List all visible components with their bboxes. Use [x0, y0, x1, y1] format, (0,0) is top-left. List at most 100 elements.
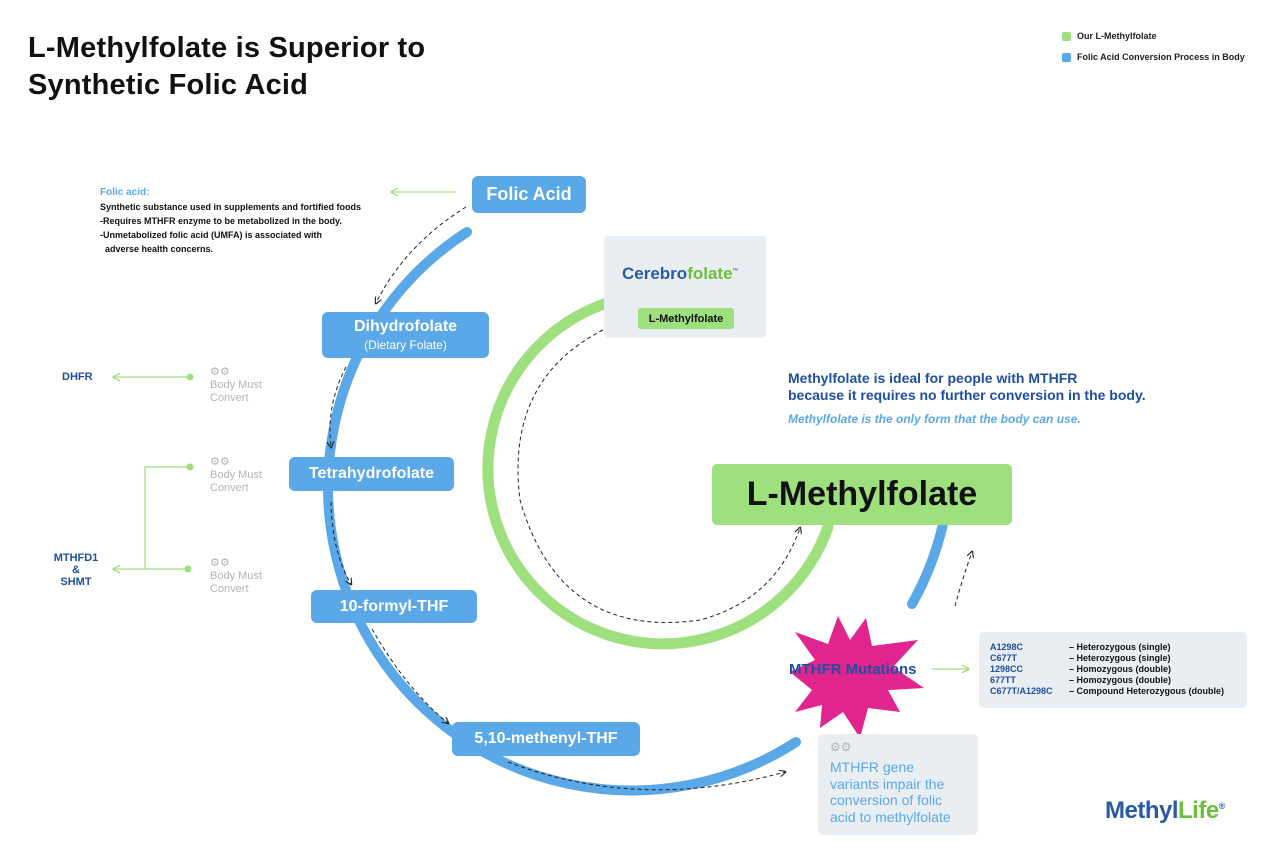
convert-label: Body Must [210, 570, 262, 582]
arrow-tetra-to-formyl [330, 501, 351, 584]
convert-label: Body Must [210, 379, 262, 391]
trademark: ™ [732, 268, 739, 275]
folic-acid-note: Folic acid: Synthetic substance used in … [100, 186, 361, 256]
gene-note-text: MTHFR gene variants impair the conversio… [830, 759, 951, 825]
mutation-type: – Homozygous (double) [1069, 675, 1171, 685]
legend: Our L-Methylfolate Folic Acid Conversion… [1062, 30, 1245, 72]
cerebrofolate-pill: L-Methylfolate [638, 308, 734, 329]
legend-item-methylfolate: Our L-Methylfolate [1062, 30, 1245, 42]
gears-icon: ⚙⚙ [210, 557, 230, 569]
mutation-code: C677T/A1298C [990, 686, 1053, 696]
title-line-1: L-Methylfolate is Superior to [28, 32, 426, 64]
gene-note-line: variants impair the [830, 775, 945, 792]
arrow-folic-to-dihydro [376, 206, 467, 303]
arrow-formyl-to-methenyl [371, 628, 448, 723]
page-title: L-Methylfolate is Superior to Synthetic … [28, 30, 425, 104]
step-label: 5,10-methenyl-THF [474, 730, 618, 747]
gears-icon: ⚙⚙ [830, 740, 852, 754]
mutation-code: A1298C [990, 642, 1024, 652]
cerebrofolate-card: Cerebrofolate™ L-Methylfolate [604, 236, 766, 338]
mutation-type: – Compound Heterozygous (double) [1069, 686, 1224, 696]
mutation-row: C677T/A1298C – Compound Heterozygous (dou… [990, 686, 1224, 697]
mutation-type: – Heterozygous (single) [1069, 642, 1171, 652]
body-must-convert-1: ⚙⚙ Body Must Convert [210, 366, 262, 405]
green-methylfolate-arc [482, 298, 834, 650]
mutation-code: C677T [990, 653, 1018, 663]
brand-part: Life [1178, 797, 1219, 824]
headline-line: because it requires no further conversio… [788, 387, 1146, 403]
enzyme-label: SHMT [60, 576, 92, 588]
mutation-type: – Homozygous (double) [1069, 664, 1171, 674]
mthfr-burst-shape [790, 616, 924, 738]
step-label: Tetrahydrofolate [308, 465, 435, 482]
subline: Methylfolate is the only form that the b… [788, 412, 1081, 426]
gene-note-line: acid to methylfolate [830, 808, 951, 825]
mthfr-mutations-label: MTHFR Mutations [789, 661, 917, 678]
arrow-inner-to-lmethyl [517, 329, 800, 623]
brand-registered: ® [1218, 801, 1226, 811]
folic-note-heading: Folic acid: [100, 187, 150, 198]
convert-label: Body Must [210, 469, 262, 481]
mutation-code: 1298CC [990, 664, 1024, 674]
mutation-row: 677TT – Homozygous (double) [990, 675, 1224, 686]
enzyme-mthfd1-shmt: MTHFD1 & SHMT [48, 552, 104, 588]
step-sublabel: (Dietary Folate) [364, 338, 447, 352]
logo-part: Cerebro [622, 264, 688, 283]
mutation-type: – Heterozygous (single) [1069, 653, 1171, 663]
folic-note-line: adverse health concerns. [100, 244, 214, 254]
folic-note-line: Synthetic substance used in supplements … [100, 202, 362, 212]
enzyme-label: MTHFD1 [53, 552, 99, 564]
headline: Methylfolate is ideal for people with MT… [788, 370, 1146, 404]
step-folic-acid: Folic Acid [472, 176, 586, 213]
enzyme-label: & [72, 564, 80, 576]
step-label: Dihydrofolate [353, 318, 458, 335]
mutation-row: 1298CC – Homozygous (double) [990, 664, 1224, 675]
legend-label: Our L-Methylfolate [1077, 31, 1157, 41]
brand-part: Methyl [1105, 797, 1179, 824]
gene-note-line: MTHFR gene [830, 759, 915, 775]
arrow-dihydro-to-tetra [330, 366, 347, 447]
blue-conversion-arc-end [907, 519, 948, 609]
headline-line: Methylfolate is ideal for people with MT… [788, 370, 1078, 386]
convert-label: Convert [210, 392, 249, 404]
l-methylfolate-box: L-Methylfolate [712, 464, 1012, 525]
enzyme-dhfr: DHFR [62, 371, 93, 383]
step-10-formyl-thf: 10-formyl-THF [311, 590, 477, 623]
mutations-list: A1298C – Heterozygous (single) C677T – Hete… [990, 642, 1224, 697]
step-label: 10-formyl-THF [339, 597, 449, 615]
mutation-row: A1298C – Heterozygous (single) [990, 642, 1224, 653]
gears-icon: ⚙⚙ [210, 366, 230, 378]
dot-mthfd1-top [186, 463, 194, 471]
legend-label: Folic Acid Conversion Process in Body [1077, 52, 1245, 62]
title-line-2: Synthetic Folic Acid [28, 69, 309, 101]
step-label: Folic Acid [486, 184, 572, 204]
convert-label: Convert [210, 482, 249, 494]
mutation-row: C677T – Heterozygous (single) [990, 653, 1224, 664]
folic-note-line: -Requires MTHFR enzyme to be metabolized… [100, 216, 342, 226]
step-tetrahydrofolate: Tetrahydrofolate [289, 457, 454, 491]
body-must-convert-2: ⚙⚙ Body Must Convert [210, 456, 262, 495]
cerebrofolate-logo: Cerebrofolate™ [622, 264, 739, 284]
methyllife-logo: MethylLife® [1105, 797, 1225, 825]
legend-swatch-green [1062, 31, 1071, 41]
dot-mthfd1-bottom [184, 565, 192, 573]
convert-label: Convert [210, 583, 249, 595]
legend-item-conversion: Folic Acid Conversion Process in Body [1062, 51, 1245, 63]
bracket-mthfd1 [144, 466, 190, 570]
folic-note-line: -Unmetabolized folic acid (UMFA) is asso… [100, 230, 323, 240]
step-methenyl-thf: 5,10-methenyl-THF [452, 722, 640, 756]
step-dihydrofolate: Dihydrofolate (Dietary Folate) [322, 312, 489, 358]
dot-dhfr [186, 373, 194, 381]
legend-swatch-blue [1062, 52, 1071, 62]
mutations-table: A1298C – Heterozygous (single) C677T – Hete… [979, 632, 1247, 708]
arrow-up-to-lmethyl [954, 552, 972, 607]
body-must-convert-3: ⚙⚙ Body Must Convert [210, 557, 262, 596]
mutation-code: 677TT [990, 675, 1017, 685]
enzyme-label: DHFR [62, 371, 93, 383]
gears-icon: ⚙⚙ [210, 456, 230, 468]
logo-part: folate [687, 264, 733, 283]
gene-note-card: ⚙⚙ MTHFR gene variants impair the conver… [818, 734, 978, 835]
arrow-methenyl-to-gene [507, 761, 785, 791]
gene-note-line: conversion of folic [830, 792, 943, 808]
